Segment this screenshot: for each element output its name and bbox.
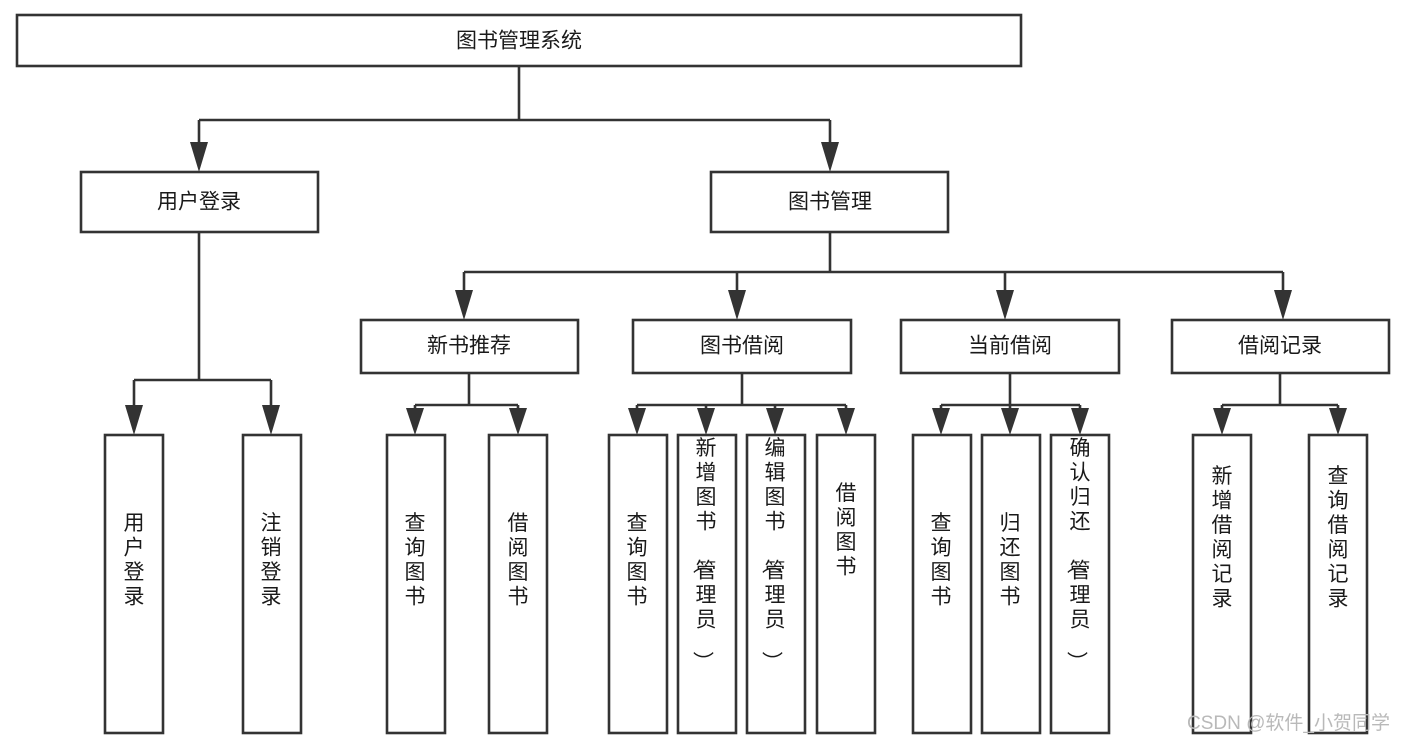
node-current-borrow-box[interactable]	[899, 318, 1121, 375]
leaf-node[interactable]: 注销登录	[241, 433, 303, 735]
connector-group-book-mgmt	[455, 232, 1292, 320]
arrow-newbook-to-leaf1	[406, 408, 424, 435]
arrow-bookmgmt-to-l2-2	[728, 290, 746, 320]
leaf-borrow-add-box[interactable]	[676, 433, 738, 735]
node-root-label: 图书管理系统	[456, 30, 582, 53]
node-book-management-label: 图书管理	[788, 191, 872, 214]
connector-group-user-login	[125, 232, 280, 435]
arrow-borrow-to-leaf2	[697, 408, 715, 435]
leaf-node[interactable]: 确认归还（管理员）	[1049, 433, 1111, 735]
leaf-node[interactable]: 新增图书（管理员）	[676, 433, 738, 735]
arrow-bookmgmt-to-l2-3	[996, 290, 1014, 320]
node-root[interactable]: 图书管理系统	[15, 13, 1023, 68]
leaf-newbook-query-box[interactable]	[385, 433, 447, 735]
connector-group-current	[932, 373, 1089, 435]
leaf-borrow-lend-label: 借阅图书	[836, 482, 857, 579]
leaf-node[interactable]: 查询图书	[607, 433, 669, 735]
leaf-record-query-label: 查询借阅记录	[1328, 465, 1349, 611]
arrow-borrow-to-leaf3	[766, 408, 784, 435]
arrow-login-to-leaf2	[262, 405, 280, 435]
connector-group-root	[190, 66, 839, 172]
leaf-node[interactable]: 编辑图书（管理员）	[745, 433, 807, 735]
arrow-newbook-to-leaf2	[509, 408, 527, 435]
leaf-current-confirm-box[interactable]	[1049, 433, 1111, 735]
node-borrow-record-box[interactable]	[1170, 318, 1391, 375]
node-current-borrow[interactable]: 当前借阅	[899, 318, 1121, 375]
arrow-record-to-leaf1	[1213, 408, 1231, 435]
node-book-management-box[interactable]	[709, 170, 950, 234]
arrow-bookmgmt-to-l2-1	[455, 290, 473, 320]
leaf-current-return-box[interactable]	[980, 433, 1042, 735]
connector-group-borrow	[628, 373, 855, 435]
leaf-user-login-box[interactable]	[103, 433, 165, 735]
leaf-borrow-query-box[interactable]	[607, 433, 669, 735]
node-new-book-recommend[interactable]: 新书推荐	[359, 318, 580, 375]
leaf-node[interactable]: 查询借阅记录	[1307, 433, 1369, 735]
leaf-newbook-borrow-box[interactable]	[487, 433, 549, 735]
leaf-user-login-label: 用户登录	[124, 512, 145, 609]
arrow-record-to-leaf2	[1329, 408, 1347, 435]
arrow-current-to-leaf3	[1071, 408, 1089, 435]
leaf-node[interactable]: 借阅图书	[815, 433, 877, 735]
node-new-book-recommend-label: 新书推荐	[427, 335, 511, 358]
arrow-borrow-to-leaf4	[837, 408, 855, 435]
leaf-node[interactable]: 新增借阅记录	[1191, 433, 1253, 735]
arrow-current-to-leaf2	[1001, 408, 1019, 435]
arrow-root-to-login	[190, 142, 208, 172]
leaf-logout-box[interactable]	[241, 433, 303, 735]
leaf-borrow-lend-box[interactable]	[815, 433, 877, 735]
leaf-current-return-label: 归还图书	[1000, 512, 1021, 609]
node-borrow-record[interactable]: 借阅记录	[1170, 318, 1391, 375]
node-book-borrow-label: 图书借阅	[700, 335, 784, 358]
leaf-record-add-box[interactable]	[1191, 433, 1253, 735]
node-book-borrow[interactable]: 图书借阅	[631, 318, 853, 375]
leaf-logout-label: 注销登录	[261, 512, 282, 609]
leaf-node[interactable]: 借阅图书	[487, 433, 549, 735]
leaf-current-confirm-label: 确认归还（管理员）	[1065, 437, 1091, 672]
node-user-login-label: 用户登录	[157, 191, 241, 214]
leaf-node[interactable]: 归还图书	[980, 433, 1042, 735]
leaf-current-query-box[interactable]	[911, 433, 973, 735]
node-user-login[interactable]: 用户登录	[79, 170, 320, 234]
node-book-management[interactable]: 图书管理	[709, 170, 950, 234]
arrow-borrow-to-leaf1	[628, 408, 646, 435]
node-user-login-box[interactable]	[79, 170, 320, 234]
connector-group-new-book	[406, 373, 527, 435]
leaf-node[interactable]: 用户登录	[103, 433, 165, 735]
watermark-label: CSDN @软件_小贺同学	[1187, 712, 1390, 734]
arrow-current-to-leaf1	[932, 408, 950, 435]
leaf-borrow-edit-box[interactable]	[745, 433, 807, 735]
leaf-newbook-borrow-label: 借阅图书	[508, 512, 529, 609]
leaf-node[interactable]: 查询图书	[385, 433, 447, 735]
leaf-borrow-edit-label: 编辑图书（管理员）	[760, 437, 786, 672]
node-root-box[interactable]	[15, 13, 1023, 68]
connector-group-record	[1213, 373, 1347, 435]
leaf-record-add-label: 新增借阅记录	[1212, 465, 1233, 611]
arrow-root-to-bookmgmt	[821, 142, 839, 172]
node-book-borrow-box[interactable]	[631, 318, 853, 375]
leaf-record-query-box[interactable]	[1307, 433, 1369, 735]
leaf-borrow-add-label: 新增图书（管理员）	[691, 437, 717, 672]
node-new-book-recommend-box[interactable]	[359, 318, 580, 375]
leaf-borrow-query-label: 查询图书	[627, 512, 648, 609]
arrow-login-to-leaf1	[125, 405, 143, 435]
leaf-newbook-query-label: 查询图书	[405, 512, 426, 609]
node-borrow-record-label: 借阅记录	[1238, 335, 1322, 358]
arrow-bookmgmt-to-l2-4	[1274, 290, 1292, 320]
node-current-borrow-label: 当前借阅	[968, 335, 1052, 358]
leaf-current-query-label: 查询图书	[931, 512, 952, 609]
leaf-node[interactable]: 查询图书	[911, 433, 973, 735]
